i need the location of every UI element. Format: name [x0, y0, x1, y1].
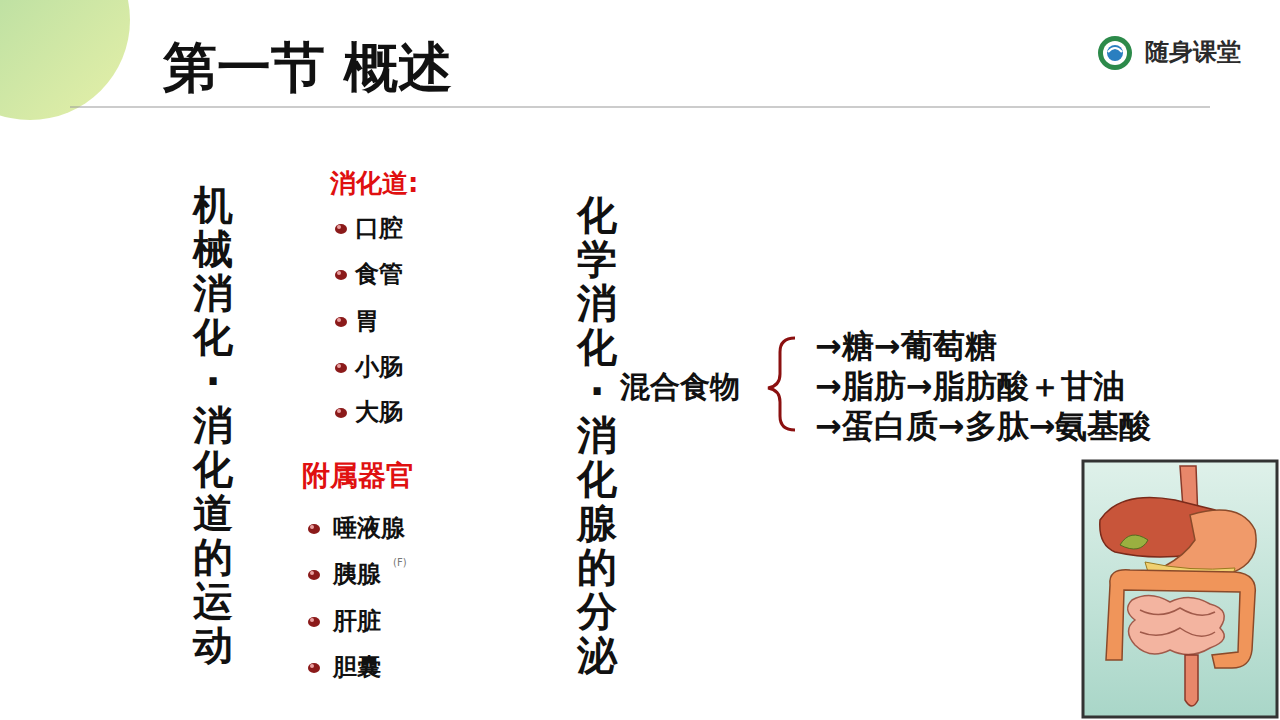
- list-item: 口腔: [355, 214, 403, 243]
- vertical-heading: 化学消化·消化腺的分泌: [577, 193, 617, 677]
- list-item: 小肠: [355, 353, 403, 382]
- list-item: 胆囊: [333, 653, 381, 682]
- list-item: 食管: [355, 260, 403, 289]
- corner-circle: [0, 0, 130, 120]
- curly-brace: [768, 338, 795, 430]
- footnote-mark: (F): [393, 557, 407, 569]
- reaction-line: →脂肪→脂肪酸＋甘油: [815, 367, 1125, 405]
- food-label: 混合食物: [620, 369, 740, 405]
- section-heading: 消化道:: [330, 168, 418, 199]
- list-item: 肝脏: [333, 607, 381, 636]
- list-item: 胰腺: [333, 560, 381, 589]
- digestive-illustration: [1083, 461, 1277, 717]
- section-heading: 附属器官: [302, 459, 414, 493]
- bullet-dots: [308, 224, 347, 673]
- list-item: 唾液腺: [333, 514, 405, 543]
- title-rule: [70, 106, 1210, 107]
- bullet-highlights: [310, 225, 341, 668]
- list-item: 胃: [355, 307, 379, 336]
- reaction-line: →蛋白质→多肽→氨基酸: [815, 407, 1151, 445]
- reaction-line: →糖→葡萄糖: [815, 327, 997, 365]
- list-item: 大肠: [355, 398, 403, 427]
- logo-icon: [1098, 36, 1132, 70]
- slide-title: 第一节 概述: [163, 36, 452, 101]
- vertical-heading: 机械消化·消化道的运动: [193, 183, 233, 667]
- logo-text: 随身课堂: [1145, 38, 1241, 67]
